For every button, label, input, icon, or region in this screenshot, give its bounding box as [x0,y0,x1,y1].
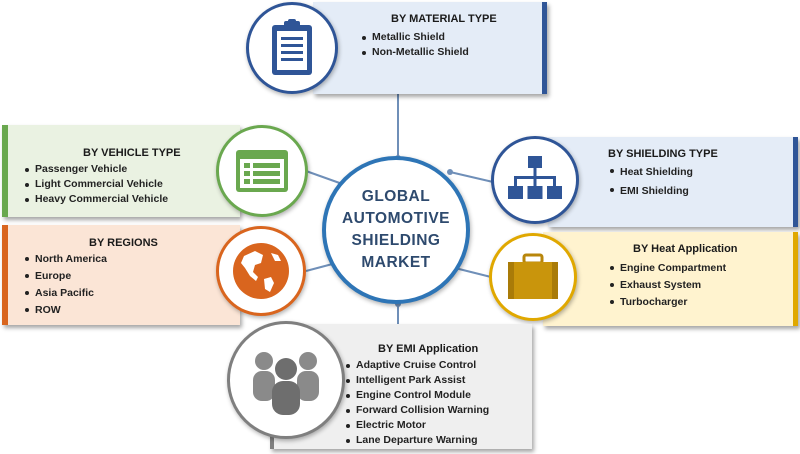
heat-application-list: Engine Compartment Exhaust System Turboc… [608,260,726,311]
shielding-type-list: Heat Shielding EMI Shielding [608,163,693,201]
regions-title: BY REGIONS [89,237,158,249]
list-item: Exhaust System [609,277,726,294]
emi-application-badge [227,321,345,439]
list-item: Asia Pacific [25,285,107,302]
hub-title-line: AUTOMOTIVE [341,210,451,227]
hub-title-line: SHIELDING [351,232,441,249]
list-item: Electric Motor [345,418,489,433]
list-item: Europe [25,268,107,285]
list-item: Intelligent Park Assist [345,373,489,388]
list-item: Adaptive Cruise Control [345,358,489,373]
briefcase-icon [508,253,558,299]
vehicle-type-list: Passenger Vehicle Light Commercial Vehic… [23,162,168,207]
people-group-icon [253,352,319,415]
globe-icon [233,243,289,299]
vehicle-type-badge [216,125,308,217]
regions-list: North America Europe Asia Pacific ROW [23,251,107,319]
emi-application-list: Adaptive Cruise Control Intelligent Park… [344,358,489,448]
heat-application-badge [489,233,577,321]
clipboard-icon [272,19,312,75]
list-item: Engine Control Module [345,388,489,403]
list-item: Turbocharger [609,294,726,311]
list-item: Passenger Vehicle [24,162,168,177]
list-item: EMI Shielding [610,182,693,201]
list-item: Heat Shielding [610,163,693,182]
material-type-list: Metallic Shield Non-Metallic Shield [360,30,469,60]
material-type-panel: BY MATERIAL TYPE Metallic Shield Non-Met… [313,2,547,94]
emi-application-title: BY EMI Application [378,343,479,355]
hub-title-line: GLOBAL [361,188,431,205]
list-item: North America [25,251,107,268]
vehicle-type-panel: BY VEHICLE TYPE Passenger Vehicle Light … [2,125,240,217]
list-item: Lane Departure Warning [345,433,489,448]
list-item: Heavy Commercial Vehicle [24,193,169,205]
list-item: Engine Compartment [609,260,726,277]
list-item: Non-Metallic Shield [362,46,469,58]
hub-title-line: MARKET [361,254,431,271]
shielding-type-badge [491,136,579,224]
heat-application-panel: BY Heat Application Engine Compartment E… [543,232,798,326]
vehicle-type-title: BY VEHICLE TYPE [83,147,181,159]
material-type-badge [246,2,338,94]
material-type-title: BY MATERIAL TYPE [391,13,497,25]
list-item: Light Commercial Vehicle [24,177,168,192]
regions-badge [216,226,306,316]
list-window-icon [236,150,288,192]
heat-application-title: BY Heat Application [633,243,738,255]
center-hub: GLOBAL AUTOMOTIVE SHIELDING MARKET [322,156,470,304]
hierarchy-icon [508,156,562,199]
list-item: Forward Collision Warning [345,404,490,416]
regions-panel: BY REGIONS North America Europe Asia Pac… [2,225,240,325]
shielding-type-title: BY SHIELDING TYPE [608,148,718,160]
shielding-type-panel: BY SHIELDING TYPE Heat Shielding EMI Shi… [548,137,798,227]
list-item: Metallic Shield [362,30,469,45]
list-item: ROW [25,302,107,319]
